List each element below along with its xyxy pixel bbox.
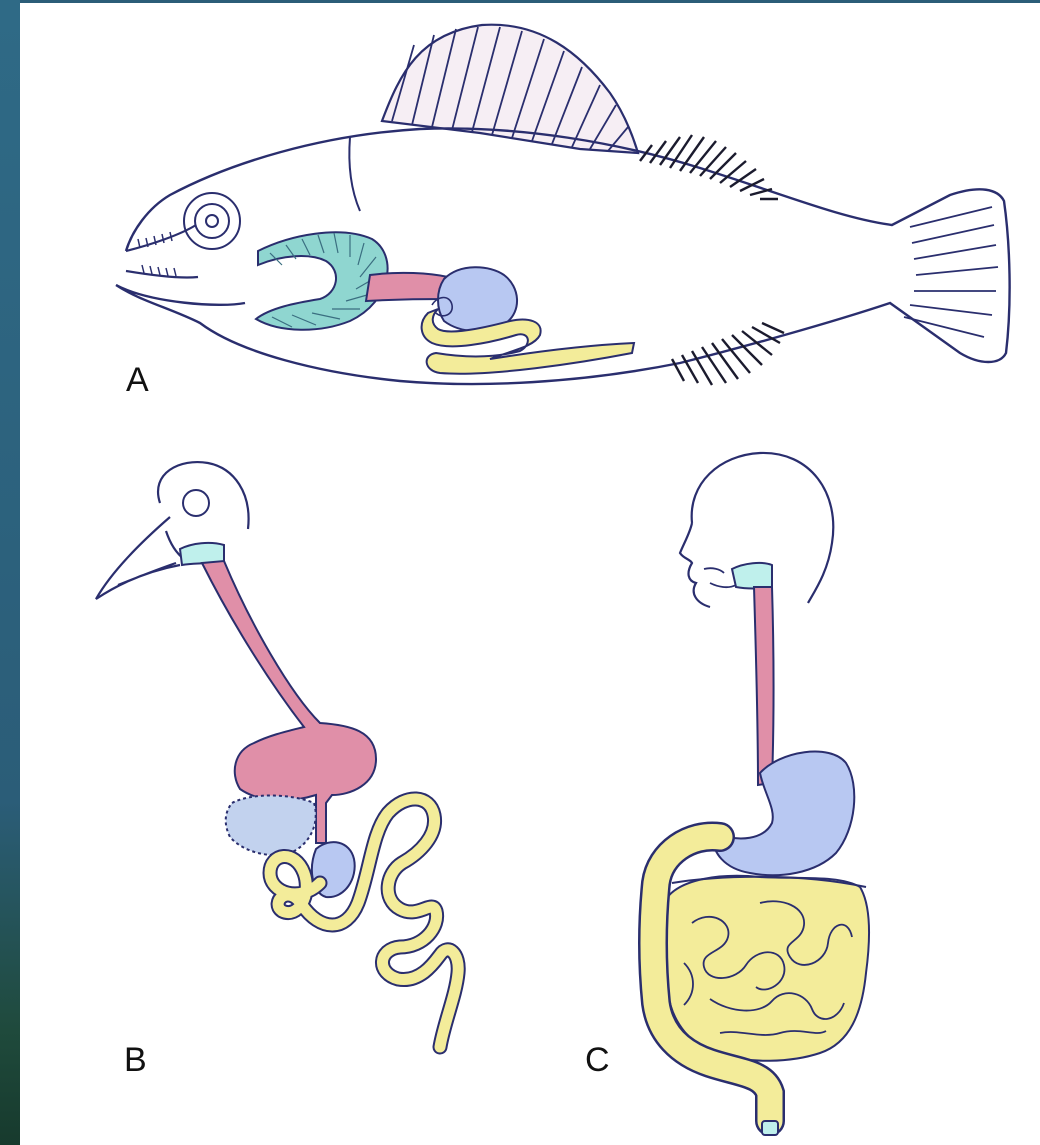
panel-label-b: B (124, 1041, 147, 1080)
fish-teeth (138, 232, 176, 276)
human-pharynx (732, 563, 772, 589)
panel-label-a: A (126, 361, 149, 400)
figure-panel: A B C (20, 3, 1040, 1145)
fish-anal-fin (672, 323, 784, 385)
human-icon (653, 453, 869, 1135)
human-stomach (713, 752, 854, 876)
fish-body-outline (116, 128, 1010, 384)
fish-soft-dorsal-fin (640, 135, 778, 199)
fish-lateral-line (349, 137, 360, 211)
fish-gills (256, 232, 388, 329)
fish-eye (184, 193, 240, 249)
digestive-systems-figure (20, 3, 1040, 1145)
slide-left-border (0, 0, 20, 1145)
human-mouth (704, 568, 736, 587)
human-esophagus (754, 587, 774, 785)
bird-eye (183, 490, 209, 516)
human-small-intestine (663, 876, 869, 1061)
human-rectum-end (762, 1121, 778, 1135)
fish-lower-jaw (126, 271, 198, 278)
panel-label-c: C (585, 1041, 610, 1080)
bird-head-outline (158, 462, 249, 529)
bird-gizzard (226, 796, 316, 856)
fish-icon (116, 25, 1010, 385)
bird-icon (96, 462, 458, 1047)
fish-tail-rays (904, 207, 998, 337)
bird-beak (96, 517, 184, 599)
